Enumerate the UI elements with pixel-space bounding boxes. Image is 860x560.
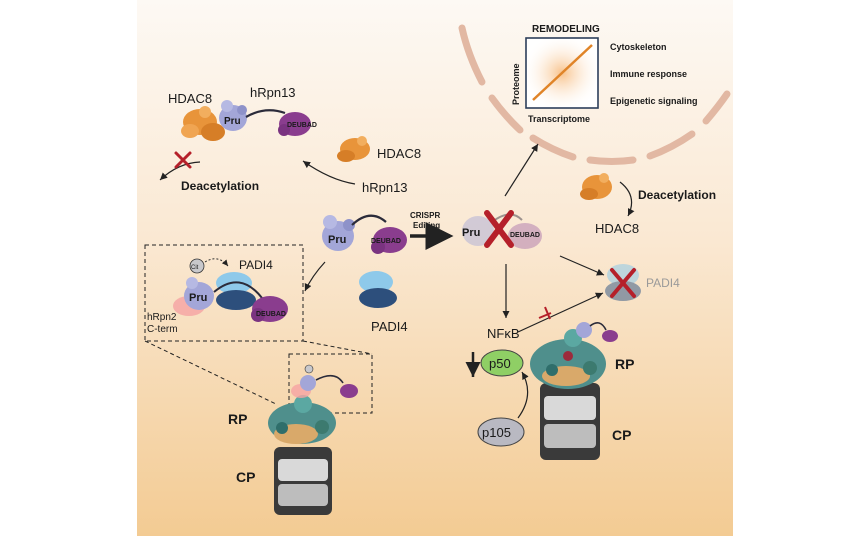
hrpn13-label-top: hRpn13 [250, 85, 296, 100]
deubad-label-center: DEUBAD [371, 238, 401, 245]
nuclear-membrane [458, 24, 731, 165]
cp-label-right: CP [612, 427, 631, 443]
deubad-domain-center [371, 227, 407, 254]
p105-label: p105 [482, 425, 511, 440]
knockout-x [484, 210, 514, 248]
proteasome-right [530, 322, 618, 460]
padi4-label-free: PADI4 [371, 319, 408, 334]
cterm-label: C-term [147, 324, 178, 335]
proteasome-left [268, 364, 358, 515]
cytoskeleton-label: Cytoskeleton [610, 42, 667, 52]
hrpn2-label: hRpn2 [147, 312, 177, 323]
linker-center [351, 214, 387, 226]
pru-label-center: Pru [328, 234, 346, 246]
deacetylation-arrow-left [159, 161, 201, 181]
epigenetic-signaling-label: Epigenetic signaling [610, 96, 698, 106]
padi4-protein-free [359, 271, 397, 308]
zoom-line-right [302, 340, 373, 355]
deacetylation-label-left: Deacetylation [181, 179, 259, 193]
p105-protein [477, 417, 525, 447]
transcriptome-axis-label: Transcriptome [528, 114, 590, 124]
deubad-label-ko: DEUBAD [510, 232, 540, 239]
deubad-domain-top [278, 112, 311, 136]
inhibition-bar [538, 306, 552, 320]
deubad-label-top: DEUBAD [287, 122, 317, 129]
inset-box [144, 244, 304, 342]
hdac8-label-top: HDAC8 [168, 91, 212, 106]
cp-label-left: CP [236, 469, 255, 485]
linker-top [245, 109, 286, 118]
hdac8-label-mid: HDAC8 [377, 146, 421, 161]
rp-label-right: RP [615, 356, 634, 372]
proteome-axis-label: Proteome [511, 63, 521, 105]
deacetylation-label-right: Deacetylation [638, 188, 716, 202]
cit-modification: Cit [189, 258, 229, 274]
hrpn13-label-center: hRpn13 [362, 180, 408, 195]
padi4-label-inset: PADI4 [239, 258, 273, 272]
immune-response-label: Immune response [610, 69, 687, 79]
inhibition-x-left [174, 151, 192, 169]
nfkb-label: NFκB [487, 326, 520, 341]
arrow-to-hdac8-binding [302, 160, 356, 185]
arrow-to-inset [304, 261, 326, 292]
background-panel [137, 0, 733, 536]
inhibition-x-padi4 [610, 268, 636, 298]
linker-inset [213, 281, 263, 299]
remodeling-title: REMODELING [532, 24, 600, 35]
remodeling-plot: REMODELING Proteome Transcriptome Cytosk… [511, 24, 698, 124]
svg-text:Cit: Cit [191, 265, 199, 271]
hdac8-protein-mid [337, 136, 370, 162]
padi4-label-right: PADI4 [646, 276, 680, 290]
hdac8-protein-top [181, 106, 225, 141]
p50-protein [480, 349, 524, 377]
crispr-label: CRISPR [410, 211, 440, 220]
pru-label-top: Pru [224, 116, 241, 127]
deacetylation-arrow-right [619, 181, 635, 217]
rp-label-left: RP [228, 411, 247, 427]
hdac8-label-right: HDAC8 [595, 221, 639, 236]
pru-label-inset: Pru [189, 292, 207, 304]
hdac8-protein-right [580, 173, 612, 200]
arrow-to-padi4-right [559, 255, 605, 276]
pru-label-ko: Pru [462, 227, 480, 239]
deubad-domain-inset [251, 296, 288, 322]
p105-to-p50-arrow [517, 371, 529, 419]
p50-label: p50 [489, 356, 511, 371]
editing-label: Editing [413, 221, 440, 230]
nfkb-padi4-link [517, 292, 604, 333]
correlation-line [532, 44, 593, 101]
arrow-to-remodeling [504, 143, 539, 197]
pru-domain-center [322, 215, 355, 251]
deubad-label-inset: DEUBAD [256, 311, 286, 318]
zoom-line-left [144, 340, 277, 405]
pru-domain-inset [184, 277, 214, 310]
pru-domain-top [219, 100, 247, 131]
